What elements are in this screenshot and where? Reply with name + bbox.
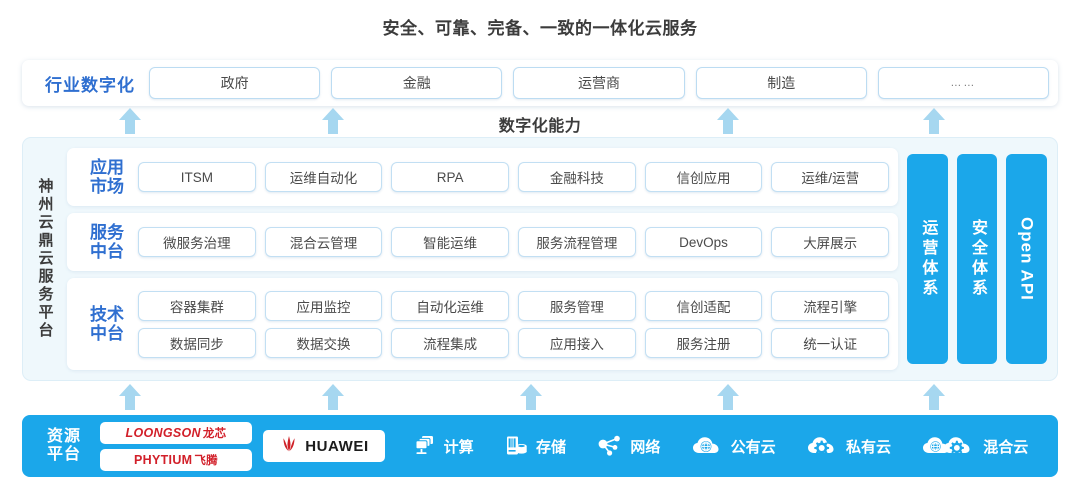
up-arrow-icon [923,384,945,410]
chip-fintech[interactable]: 金融科技 [518,162,636,192]
platform-panel: 神州云鼎云服务平台 应用 市场 ITSM 运维自动化 RPA 金融科技 信创应用… [22,137,1058,381]
platform-body: 应用 市场 ITSM 运维自动化 RPA 金融科技 信创应用 运维/运营 [67,138,1057,380]
chip-xinchuang-adaptation[interactable]: 信创适配 [644,290,763,321]
resource-item-label: 计算 [443,438,474,456]
up-arrow-icon [322,384,344,410]
industry-item-manufacturing[interactable]: 制造 [695,67,867,99]
industry-row-label: 行业数字化 [45,75,135,95]
industry-item-operator[interactable]: 运营商 [513,67,685,99]
row-label-service-middle: 服务 中台 [90,222,124,261]
chip-hybrid-cloud-management[interactable]: 混合云管理 [264,227,383,257]
resource-item-hybrid-cloud[interactable]: 混合云 [922,435,1028,457]
chip-intelligent-ops[interactable]: 智能运维 [391,227,510,257]
chip-rpa[interactable]: RPA [391,162,510,192]
platform-title: 神州云鼎云服务平台 [23,138,67,380]
chip-app-access[interactable]: 应用接入 [518,327,636,358]
resource-item-label: 混合云 [983,438,1029,456]
chips-wrap: 微服务治理 混合云管理 智能运维 服务流程管理 DevOps 大屏展示 [138,227,890,257]
row-label-tech-middle: 技术 中台 [90,304,124,343]
private-cloud-icon [807,435,839,457]
resource-item-label: 网络 [630,438,661,456]
resource-item-label: 公有云 [730,438,776,456]
chip-row: 容器集群 应用监控 自动化运维 服务管理 信创适配 流程引擎 [138,290,890,321]
chip-service-process-management[interactable]: 服务流程管理 [518,227,636,257]
resource-item-public-cloud[interactable]: 公有云 [692,435,776,457]
industry-boxes: 政府 金融 运营商 制造 …… [149,67,1050,99]
industry-item-finance[interactable]: 金融 [331,67,503,99]
chip-data-exchange[interactable]: 数据交换 [264,327,383,358]
huawei-flower-icon [279,435,299,458]
chip-ops-operations[interactable]: 运维/运营 [771,162,890,192]
chip-xinchuang-app[interactable]: 信创应用 [644,162,763,192]
resource-item-label: 存储 [535,438,566,456]
cpu-vendor-logos: LOONGSON 龙芯 PHYTIUM 飞腾 [100,421,252,471]
platform-row-service-middle: 服务 中台 微服务治理 混合云管理 智能运维 服务流程管理 DevOps 大屏展… [67,213,898,271]
up-arrow-icon [322,108,344,134]
chip-row: ITSM 运维自动化 RPA 金融科技 信创应用 运维/运营 [138,162,890,192]
chip-devops[interactable]: DevOps [644,227,763,257]
resource-platform-bar: 资源 平台 LOONGSON 龙芯 PHYTIUM 飞腾 HUAWEI [22,415,1058,477]
platform-row-tech-middle: 技术 中台 容器集群 应用监控 自动化运维 服务管理 信创适配 流程引擎 数据同… [67,278,898,370]
chip-itsm[interactable]: ITSM [138,162,256,192]
hybrid-cloud-icon [922,435,976,457]
network-icon [597,435,623,457]
storage-icon [505,435,529,457]
row-label-app-market: 应用 市场 [90,157,124,196]
page-title: 安全、可靠、完备、一致的一体化云服务 [382,19,698,38]
industry-item-government[interactable]: 政府 [149,67,321,99]
platform-title-text: 神州云鼎云服务平台 [36,178,54,340]
up-arrow-icon [717,108,739,134]
up-arrow-icon [520,384,542,410]
resource-item-storage[interactable]: 存储 [505,435,566,457]
upper-arrows-band [0,106,1080,136]
chips-wrap: ITSM 运维自动化 RPA 金融科技 信创应用 运维/运营 [138,162,890,192]
industry-row: 行业数字化 政府 金融 运营商 制造 …… [22,60,1058,106]
chip-microservice-governance[interactable]: 微服务治理 [138,227,256,257]
chip-row: 微服务治理 混合云管理 智能运维 服务流程管理 DevOps 大屏展示 [138,227,890,257]
up-arrow-icon [119,384,141,410]
up-arrow-icon [717,384,739,410]
resource-item-private-cloud[interactable]: 私有云 [807,435,891,457]
up-arrow-icon [923,108,945,134]
huawei-logo: HUAWEI [263,430,385,462]
vertical-column-operations-system[interactable]: 运营体系 [907,154,948,364]
lower-arrows-band [0,382,1080,412]
resource-item-label: 私有云 [845,438,891,456]
chip-data-sync[interactable]: 数据同步 [138,327,256,358]
resource-item-compute[interactable]: 计算 [413,435,474,457]
chip-container-cluster[interactable]: 容器集群 [138,290,256,321]
industry-item-more[interactable]: …… [877,67,1050,99]
loongson-logo: LOONGSON 龙芯 [100,421,252,444]
capability-label: 数字化能力 [498,118,582,135]
huawei-wordmark: HUAWEI [305,437,369,455]
resource-item-network[interactable]: 网络 [597,435,660,457]
up-arrow-icon [119,108,141,134]
chip-row: 数据同步 数据交换 流程集成 应用接入 服务注册 统一认证 [138,327,890,358]
public-cloud-icon [692,435,724,457]
chip-service-registration[interactable]: 服务注册 [644,327,763,358]
chip-process-integration[interactable]: 流程集成 [391,327,510,358]
resource-platform-label: 资源 平台 [46,427,81,463]
chip-automated-ops[interactable]: 自动化运维 [391,290,510,321]
chip-big-screen-display[interactable]: 大屏展示 [771,227,890,257]
chip-app-monitoring[interactable]: 应用监控 [264,290,383,321]
vertical-columns: 运营体系 安全体系 Open API [907,148,1048,370]
platform-rows: 应用 市场 ITSM 运维自动化 RPA 金融科技 信创应用 运维/运营 [67,148,898,370]
chip-process-engine[interactable]: 流程引擎 [771,290,890,321]
vertical-column-open-api[interactable]: Open API [1006,154,1048,364]
platform-row-app-market: 应用 市场 ITSM 运维自动化 RPA 金融科技 信创应用 运维/运营 [67,148,898,206]
compute-icon [413,435,437,457]
chip-ops-automation[interactable]: 运维自动化 [264,162,383,192]
chip-service-management[interactable]: 服务管理 [518,290,636,321]
phytium-logo: PHYTIUM 飞腾 [100,448,252,471]
chip-unified-authentication[interactable]: 统一认证 [771,327,890,358]
resource-icon-items: 计算 [397,435,1044,457]
chips-wrap: 容器集群 应用监控 自动化运维 服务管理 信创适配 流程引擎 数据同步 数据交换… [138,290,890,358]
vertical-column-security-system[interactable]: 安全体系 [956,154,998,364]
